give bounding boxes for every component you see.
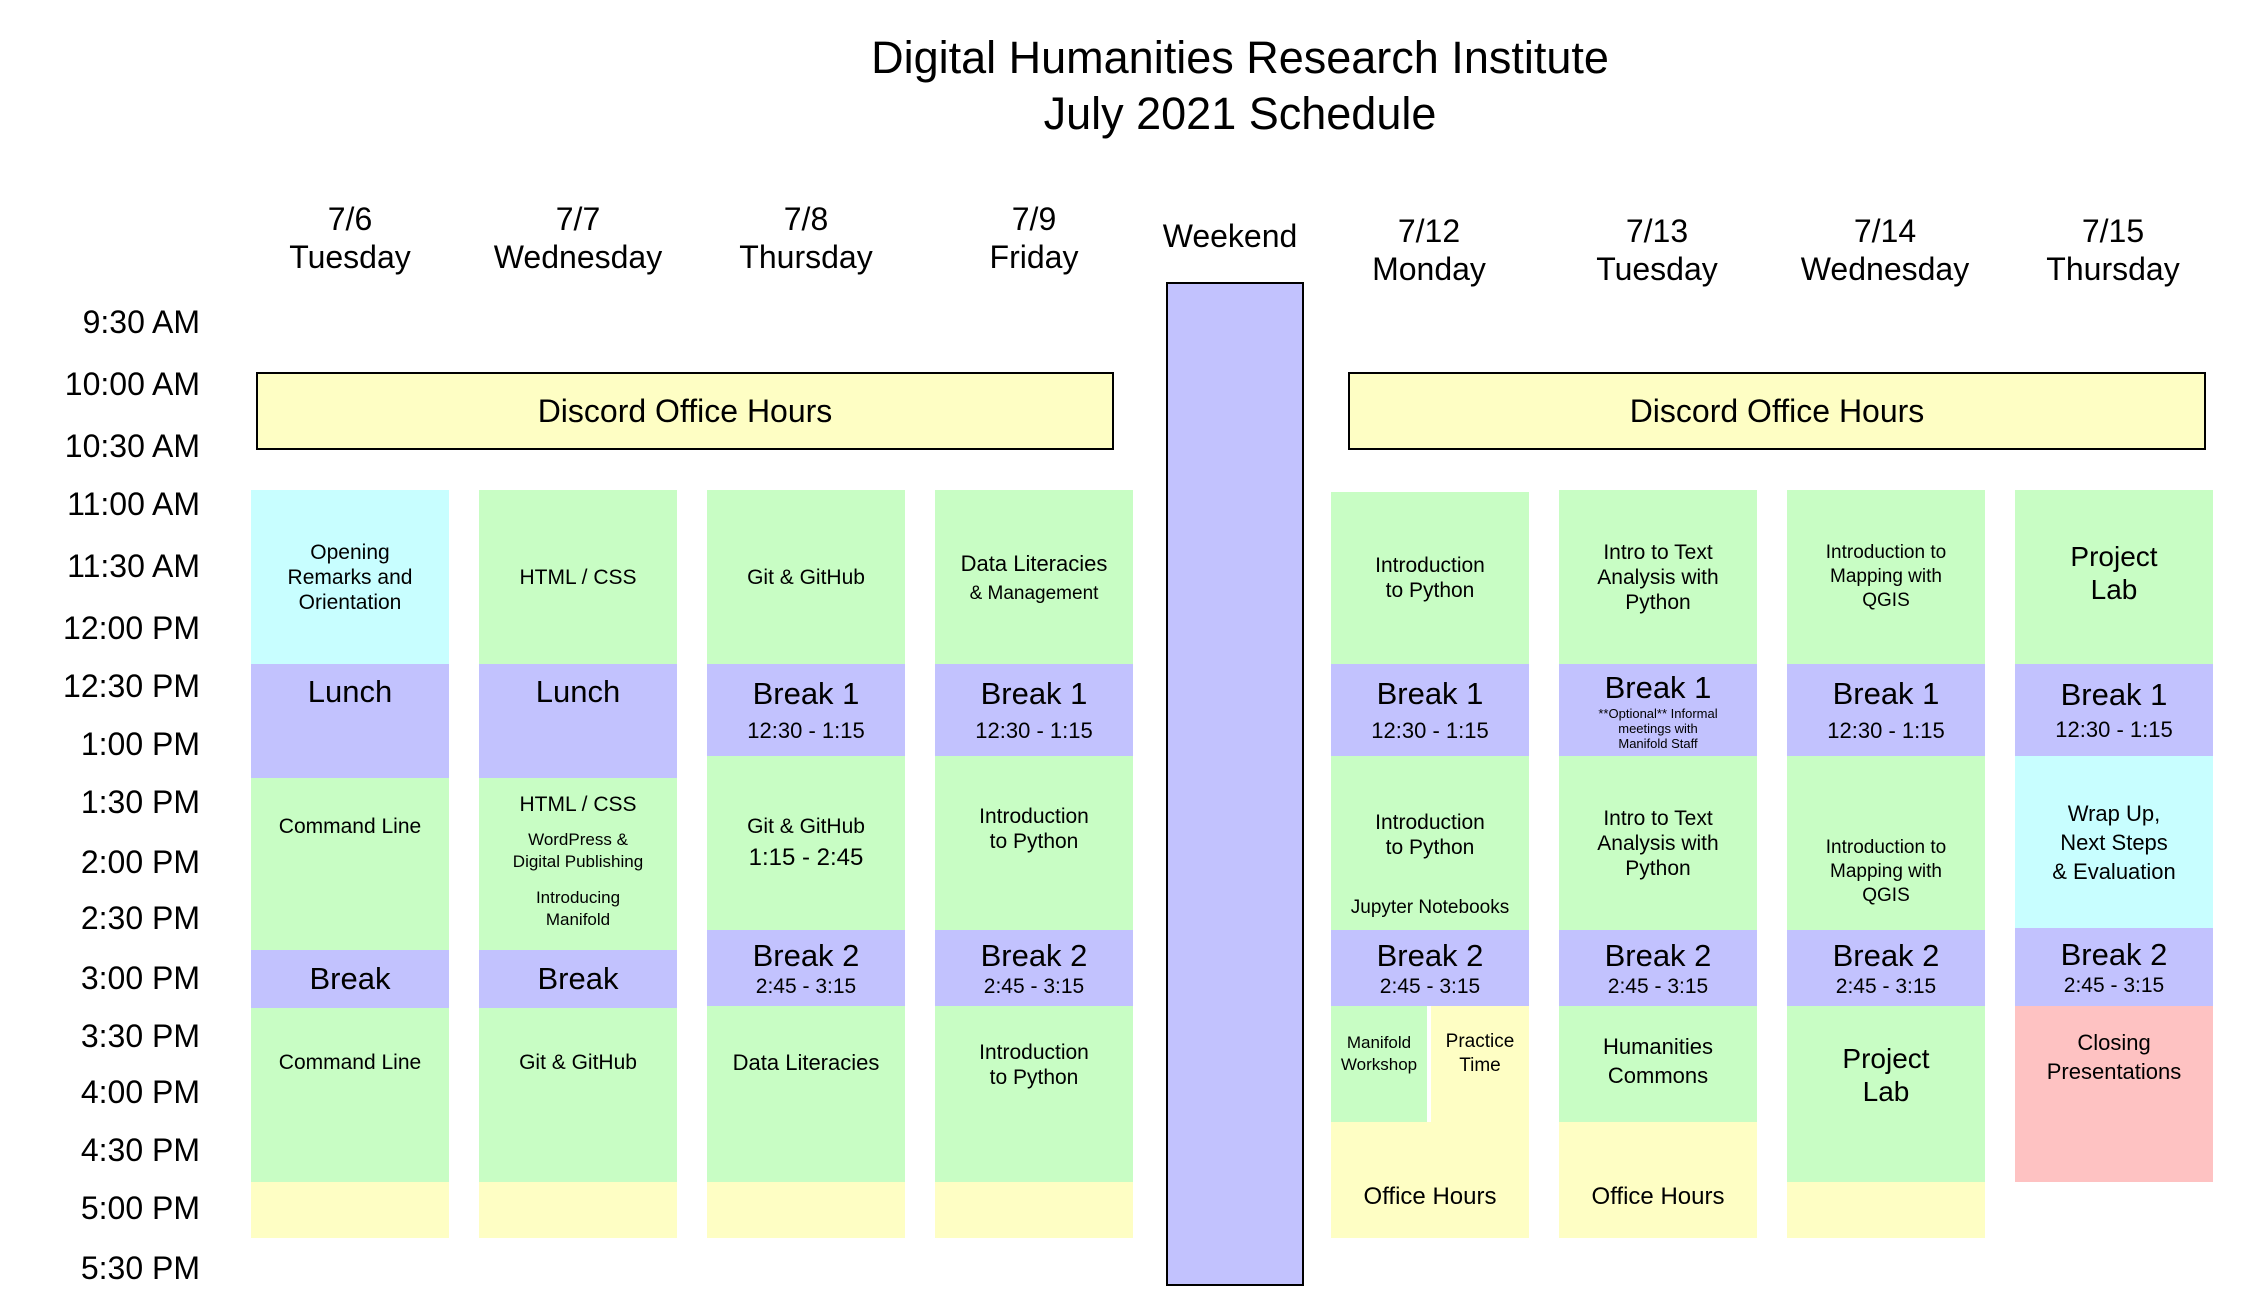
session-wrap-up: Wrap Up,Next Steps& Evaluation bbox=[2015, 756, 2213, 928]
day-weekday: Wednesday bbox=[1800, 251, 1970, 287]
time-label: 3:30 PM bbox=[80, 1018, 200, 1054]
break-1-block: Break 1 12:30 - 1:15 bbox=[1331, 664, 1529, 756]
day-header: 7/6 Tuesday bbox=[250, 200, 450, 276]
break-2-block: Break 2 2:45 - 3:15 bbox=[1787, 930, 1985, 1006]
day-header: 7/9 Friday bbox=[934, 200, 1134, 276]
session-intro-python-jupyter: Introduction to Python Jupyter Notebooks bbox=[1331, 756, 1529, 930]
time-label: 12:30 PM bbox=[63, 668, 200, 704]
day-header: 7/15 Thursday bbox=[2013, 212, 2213, 288]
break-block: Break bbox=[479, 950, 677, 1008]
time-label: 12:00 PM bbox=[63, 610, 200, 646]
session-command-line: Command Line bbox=[251, 1008, 449, 1182]
session-data-literacies-management: Data Literacies & Management bbox=[935, 490, 1133, 664]
time-label: 3:00 PM bbox=[80, 960, 200, 996]
break-1-block: Break 1 12:30 - 1:15 bbox=[2015, 664, 2213, 756]
office-hours-block bbox=[935, 1182, 1133, 1238]
break-block: Break bbox=[251, 950, 449, 1008]
break-2-block: Break 2 2:45 - 3:15 bbox=[935, 930, 1133, 1006]
session-git-github: Git & GitHub bbox=[479, 1008, 677, 1182]
day-header: 7/14 Wednesday bbox=[1785, 212, 1985, 288]
break-1-block: Break 1 12:30 - 1:15 bbox=[707, 664, 905, 756]
day-date: 7/15 bbox=[2081, 213, 2145, 249]
time-label: 5:30 PM bbox=[80, 1250, 200, 1286]
time-label: 2:00 PM bbox=[80, 844, 200, 880]
time-label: 11:00 AM bbox=[67, 486, 200, 522]
weekend-header: Weekend bbox=[1162, 218, 1298, 254]
day-weekday: Tuesday bbox=[289, 239, 411, 275]
break-1-block: Break 1 12:30 - 1:15 bbox=[1787, 664, 1985, 756]
break-2-block: Break 2 2:45 - 3:15 bbox=[2015, 928, 2213, 1006]
time-label: 2:30 PM bbox=[80, 900, 200, 936]
day-date: 7/7 bbox=[555, 201, 601, 237]
lunch-block: Lunch bbox=[251, 664, 449, 778]
session-git-github: Git & GitHub 1:15 - 2:45 bbox=[707, 756, 905, 930]
break-1-block: Break 1 12:30 - 1:15 bbox=[935, 664, 1133, 756]
session-html-wordpress-manifold: HTML / CSS WordPress & Digital Publishin… bbox=[479, 778, 677, 950]
day-weekday: Wednesday bbox=[493, 239, 663, 275]
lunch-block: Lunch bbox=[479, 664, 677, 778]
day-date: 7/8 bbox=[783, 201, 829, 237]
discord-office-hours-banner: Discord Office Hours bbox=[256, 372, 1114, 450]
day-date: 7/13 bbox=[1625, 213, 1689, 249]
time-label: 4:00 PM bbox=[80, 1074, 200, 1110]
day-date: 7/14 bbox=[1853, 213, 1917, 249]
title-line-1: Digital Humanities Research Institute bbox=[871, 32, 1609, 83]
time-label: 11:30 AM bbox=[67, 548, 200, 584]
break-2-block: Break 2 2:45 - 3:15 bbox=[707, 930, 905, 1006]
day-date: 7/12 bbox=[1397, 213, 1461, 249]
weekend-bar bbox=[1166, 282, 1304, 1286]
time-label: 1:00 PM bbox=[80, 726, 200, 762]
discord-office-hours-banner: Discord Office Hours bbox=[1348, 372, 2206, 450]
office-hours-block bbox=[479, 1182, 677, 1238]
time-label: 9:30 AM bbox=[82, 304, 200, 340]
session-command-line: Command Line bbox=[251, 778, 449, 950]
day-header: 7/12 Monday bbox=[1329, 212, 1529, 288]
office-hours-block bbox=[1787, 1182, 1985, 1238]
session-html-css: HTML / CSS bbox=[479, 490, 677, 664]
office-hours-block: Office Hours bbox=[1559, 1122, 1757, 1238]
time-label: 1:30 PM bbox=[80, 784, 200, 820]
day-date: 7/9 bbox=[1011, 201, 1057, 237]
page-title: Digital Humanities Research Institute Ju… bbox=[0, 30, 2258, 142]
day-weekday: Monday bbox=[1372, 251, 1486, 287]
day-weekday: Tuesday bbox=[1596, 251, 1718, 287]
day-weekday: Thursday bbox=[2046, 251, 2180, 287]
day-date: 7/6 bbox=[327, 201, 373, 237]
time-label: 10:30 AM bbox=[64, 428, 200, 464]
break-2-block: Break 2 2:45 - 3:15 bbox=[1559, 930, 1757, 1006]
time-label: 4:30 PM bbox=[80, 1132, 200, 1168]
time-label: 5:00 PM bbox=[80, 1190, 200, 1226]
day-weekday: Friday bbox=[989, 239, 1079, 275]
session-git-github: Git & GitHub bbox=[707, 490, 905, 664]
title-line-2: July 2021 Schedule bbox=[1043, 88, 1437, 139]
day-header: 7/13 Tuesday bbox=[1557, 212, 1757, 288]
session-data-literacies: Data Literacies bbox=[707, 1006, 905, 1182]
office-hours-block bbox=[251, 1182, 449, 1238]
break-1-block: Break 1 **Optional** Informal meetings w… bbox=[1559, 664, 1757, 756]
office-hours-block: Office Hours bbox=[1331, 1122, 1529, 1238]
day-header: 7/7 Wednesday bbox=[478, 200, 678, 276]
time-label: 10:00 AM bbox=[64, 366, 200, 402]
office-hours-block bbox=[707, 1182, 905, 1238]
day-weekday: Thursday bbox=[739, 239, 873, 275]
break-2-block: Break 2 2:45 - 3:15 bbox=[1331, 930, 1529, 1006]
day-header: 7/8 Thursday bbox=[706, 200, 906, 276]
